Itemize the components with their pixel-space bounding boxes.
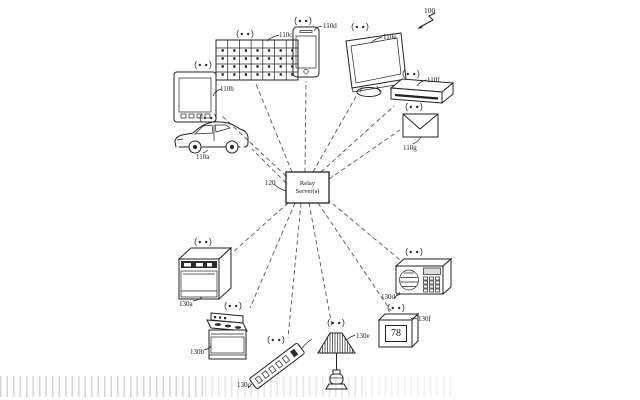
figure-ref-arrow	[417, 12, 436, 29]
ref-label-dishwasher: 130a	[179, 300, 193, 308]
ref-label-radio: 130d	[381, 293, 395, 301]
wireless-signal-icon	[267, 335, 285, 345]
car-icon	[174, 121, 249, 154]
relay-server-box-label: Relay Server(s)	[286, 172, 329, 203]
ref-label-thermostat: 130f	[418, 315, 431, 323]
wireless-signal-icon	[405, 247, 423, 257]
lamp-icon	[317, 332, 356, 390]
stove-icon	[206, 312, 248, 360]
radio-icon	[394, 257, 453, 299]
ref-label-lamp: 130e	[356, 332, 370, 340]
ref-label-smartphone: 110d	[323, 22, 337, 30]
scan-artifact-band	[0, 376, 205, 397]
wireless-signal-icon	[294, 16, 312, 26]
ref-label-power-strip: 130c	[237, 381, 251, 389]
relay-server-label-line1: Relay	[299, 179, 316, 187]
wireless-signal-icon	[194, 60, 212, 70]
ref-label-media-player: 110f	[427, 76, 440, 84]
media-player-icon	[389, 78, 455, 105]
power-strip-icon	[247, 338, 313, 389]
scan-artifact-band	[205, 376, 365, 397]
reference-leader-lines	[192, 25, 427, 351]
ref-label-stove: 130b	[190, 348, 204, 356]
monitor-icon	[345, 32, 408, 97]
smartphone-icon	[292, 26, 320, 78]
relay-server-box	[285, 171, 330, 204]
mail-envelope-icon	[402, 113, 439, 138]
tablet-icon	[173, 71, 217, 123]
ref-label-mail: 110g	[403, 144, 417, 152]
thermostat-display: 78	[385, 325, 407, 342]
wireless-signal-icon	[236, 29, 254, 39]
ref-label-calendar: 110c	[279, 31, 293, 39]
ref-label-tablet: 110b	[220, 85, 234, 93]
scan-artifact-band	[365, 376, 455, 397]
dishwasher-icon	[177, 246, 233, 301]
wireless-signal-icon	[224, 301, 242, 311]
ref-label-car: 110a	[196, 153, 210, 161]
ref-label-monitor: 110e	[383, 33, 397, 41]
wireless-signal-icon	[405, 102, 423, 112]
calendar-icon	[215, 39, 299, 81]
wireless-signal-icon	[351, 22, 369, 32]
figure-ref-label: 100	[424, 6, 436, 15]
relay-server-label-line2: Server(s)	[295, 187, 320, 195]
relay-connection-lines	[220, 80, 401, 339]
wireless-signal-icon	[194, 237, 212, 247]
wireless-signal-icon	[327, 318, 345, 328]
ref-label-relay-server: 120	[265, 179, 276, 187]
